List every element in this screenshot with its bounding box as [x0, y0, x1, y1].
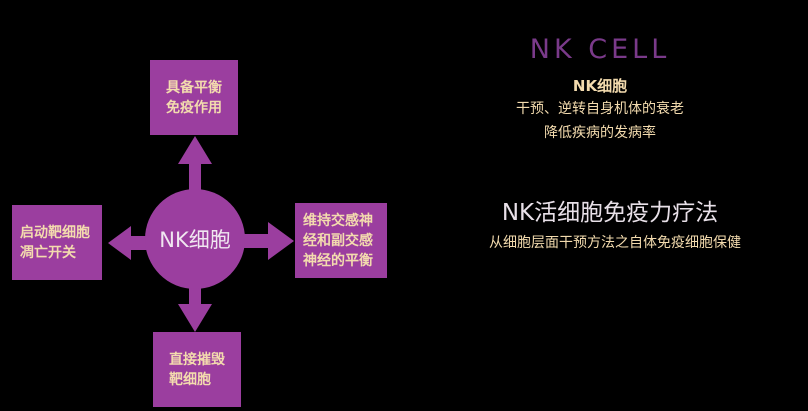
arrow-left — [108, 226, 150, 260]
box-apoptosis-switch: 启动靶细胞 凋亡开关 — [12, 205, 102, 280]
panel-line-1: 干预、逆转自身机体的衰老 — [516, 101, 684, 117]
panel-line-2: 降低疾病的发病率 — [544, 125, 656, 141]
arrow-down — [178, 286, 212, 332]
box-left-line-1: 启动靶细胞 — [20, 224, 90, 241]
box-bottom-line-1: 直接摧毁 — [169, 351, 225, 368]
box-top-line-1: 具备平衡 — [166, 79, 222, 96]
box-right-line-2: 经和副交感 — [303, 232, 373, 249]
box-bottom-line-2: 靶细胞 — [169, 371, 211, 388]
arrow-up — [178, 136, 212, 192]
box-balance-immunity: 具备平衡 免疫作用 — [150, 60, 238, 135]
box-right-line-3: 神经的平衡 — [303, 252, 373, 269]
box-right-line-1: 维持交感神 — [303, 212, 373, 229]
panel-subtitle: NK细胞 — [572, 77, 628, 95]
panel-heading: NK活细胞免疫力疗法 — [501, 200, 719, 226]
box-left-line-2: 凋亡开关 — [20, 244, 76, 261]
box-top-line-2: 免疫作用 — [166, 99, 222, 116]
center-circle-nk-cell: NK细胞 — [145, 189, 245, 289]
arrow-right — [240, 222, 294, 260]
panel-title-en: NK CELL — [529, 34, 671, 65]
box-nervous-balance: 维持交感神 经和副交感 神经的平衡 — [295, 203, 387, 278]
panel-subheading: 从细胞层面干预方法之自体免疫细胞保健 — [489, 235, 741, 251]
box-destroy-target: 直接摧毁 靶细胞 — [153, 332, 241, 407]
